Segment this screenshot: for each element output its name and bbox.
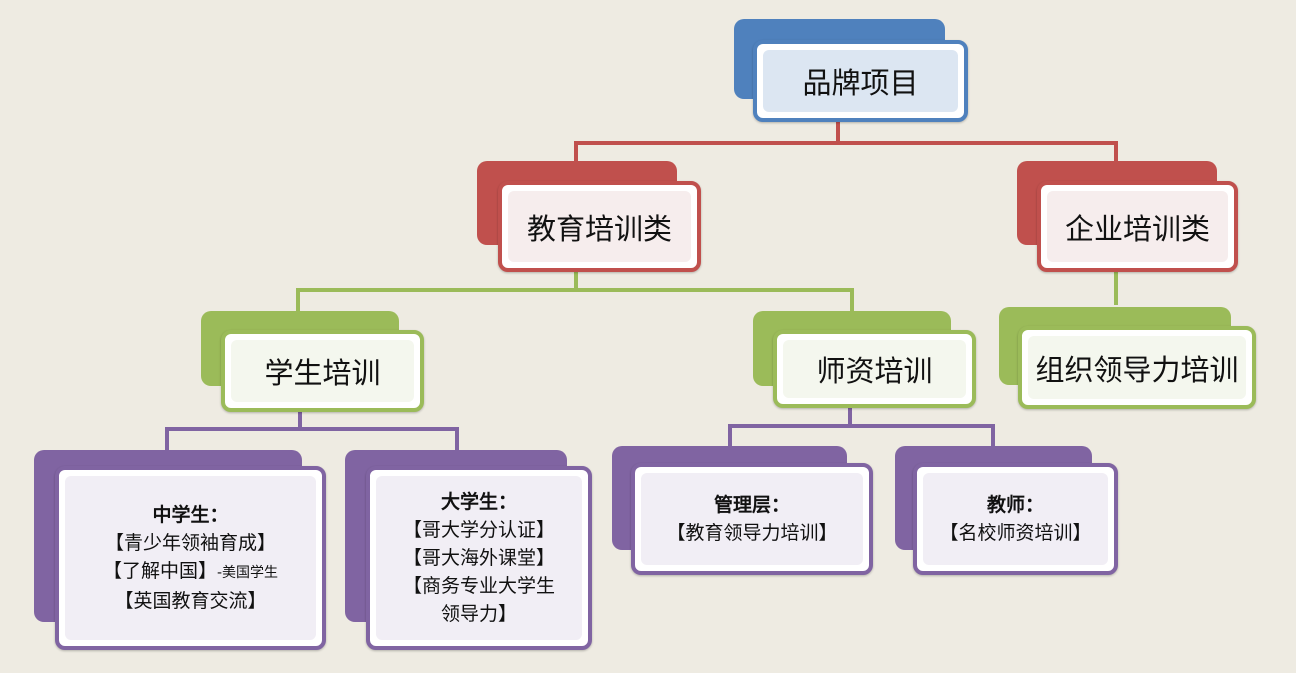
node-teacher-label: 师资培训 <box>816 354 933 388</box>
connector-root-to-categories <box>574 120 1118 164</box>
mgmt-item-1: 【教育领导力培训】 <box>666 522 838 544</box>
middle-title: 中学生 <box>152 504 210 526</box>
connector-education-to-programs <box>296 270 854 313</box>
college-title: 大学生 <box>440 491 498 513</box>
college-item-1: 【哥大学分认证】 <box>402 519 555 541</box>
mgmt-colon: ： <box>771 494 791 516</box>
node-enterprise-label: 企业培训类 <box>1064 211 1210 246</box>
node-student-label: 学生培训 <box>264 356 381 390</box>
mgmt-title: 管理层 <box>713 494 771 516</box>
teacher-colon: ： <box>1025 494 1045 516</box>
college-item-3: 【商务专业大学生 <box>402 575 555 597</box>
college-item-4: 领导力】 <box>440 603 517 625</box>
middle-item-2: 【了解中国】 <box>102 560 217 582</box>
connector-teacher-to-leaves <box>728 406 995 446</box>
node-root-label: 品牌项目 <box>802 66 919 100</box>
college-item-2: 【哥大海外课堂】 <box>402 547 555 569</box>
college-colon: ： <box>498 491 518 513</box>
teacher-title: 教师 <box>986 494 1025 516</box>
middle-colon: ： <box>209 504 229 526</box>
middle-note: -美国学生 <box>216 565 279 581</box>
middle-item-1: 【青少年领袖育成】 <box>104 532 276 554</box>
connector-student-to-leaves <box>165 410 459 450</box>
middle-item-3: 【英国教育交流】 <box>114 590 267 612</box>
node-org-label: 组织领导力培训 <box>1035 352 1239 387</box>
teacher-item-1: 【名校师资培训】 <box>939 522 1092 544</box>
node-education-label: 教育培训类 <box>526 211 672 246</box>
